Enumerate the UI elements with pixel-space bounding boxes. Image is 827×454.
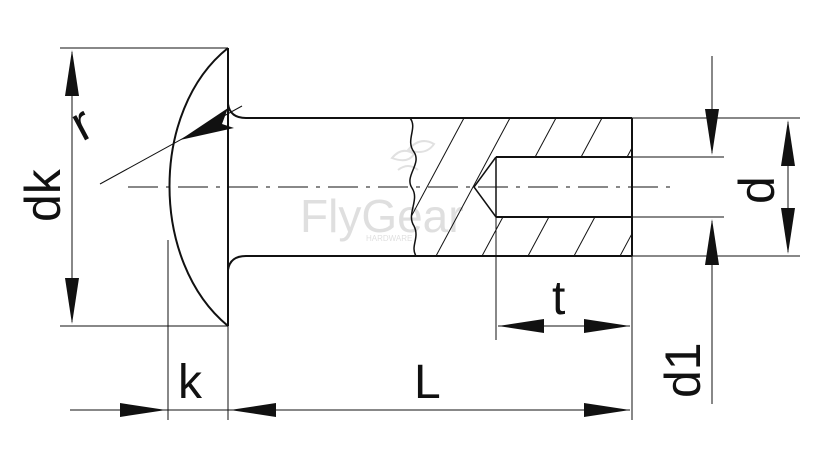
arrow-dk-bottom [65, 278, 79, 324]
watermark-logo-icon [390, 140, 436, 171]
label-r: r [61, 94, 102, 151]
arrow-L-right [584, 403, 630, 417]
label-d: d [729, 176, 785, 204]
arrow-k-right [230, 403, 276, 417]
section-break-line [409, 117, 417, 257]
label-dk: dk [15, 168, 71, 222]
dimension-labels: dk r k L t d d1 [15, 94, 785, 409]
arrow-d-bottom [781, 208, 795, 254]
watermark-sub: HARDWARE [366, 234, 412, 243]
extension-lines [60, 47, 800, 420]
rivet-head-dome [168, 47, 229, 327]
label-k: k [178, 356, 203, 409]
arrow-dk-top [65, 50, 79, 96]
arrow-d1-bottom [705, 219, 719, 265]
bore-drill-point [473, 156, 497, 218]
arrow-d-top [781, 120, 795, 166]
fillet-top [227, 103, 247, 119]
label-L: L [414, 356, 441, 409]
arrow-t-left [498, 319, 544, 333]
arrow-r [180, 108, 234, 140]
watermark: FlyGear ® HARDWARE [300, 140, 521, 243]
label-d1: d1 [655, 342, 711, 398]
watermark-brand: FlyGear [300, 190, 464, 242]
fillet-bottom [227, 255, 247, 271]
label-t: t [552, 272, 565, 325]
arrow-d1-top [705, 109, 719, 155]
arrowheads [65, 50, 795, 417]
arrow-k-left [120, 403, 166, 417]
arrow-t-right [584, 319, 630, 333]
